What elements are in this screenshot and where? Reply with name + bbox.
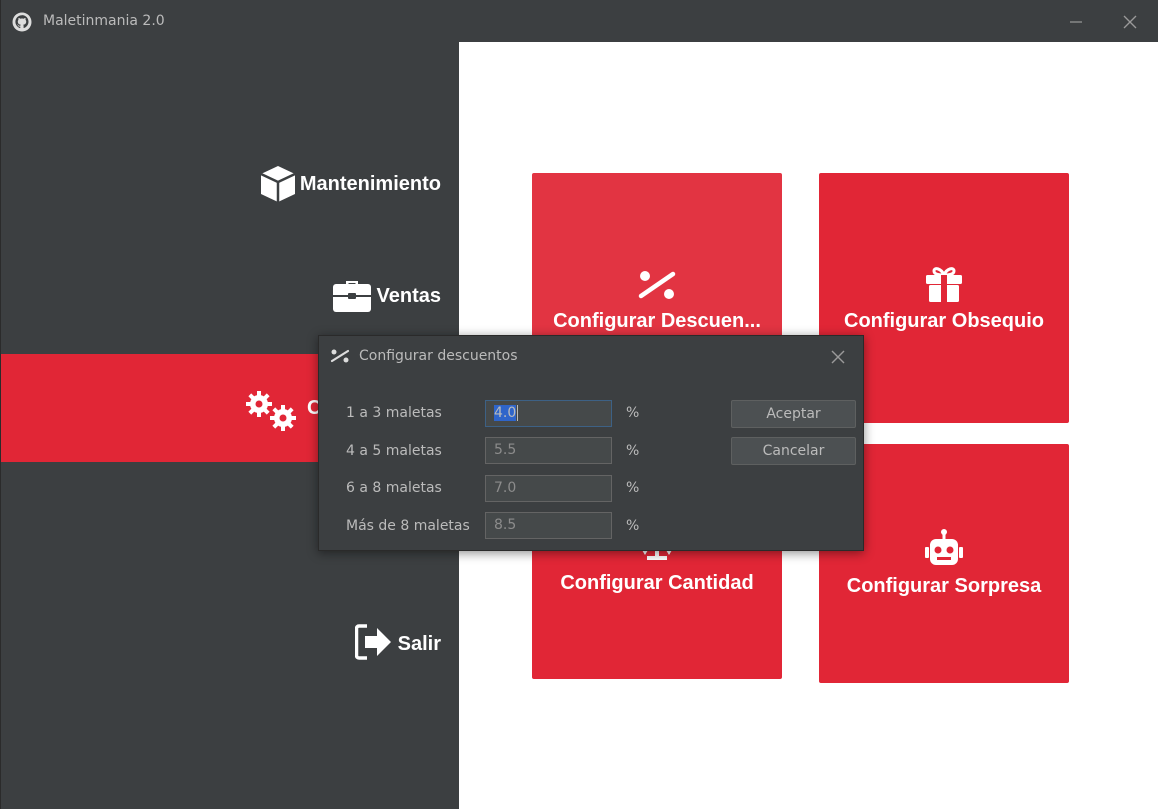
percent-sign: % bbox=[626, 405, 640, 421]
dialog-close-button[interactable] bbox=[827, 346, 849, 368]
cube-icon bbox=[260, 166, 296, 202]
minimize-button[interactable] bbox=[1054, 6, 1098, 38]
card-label: Configurar Descuen... bbox=[553, 310, 761, 332]
minimize-icon bbox=[1070, 21, 1082, 23]
title-bar: Maletinmania 2.0 bbox=[1, 0, 1158, 42]
dialog-title: Configurar descuentos bbox=[359, 348, 518, 364]
close-window-button[interactable] bbox=[1108, 6, 1152, 38]
accept-button[interactable]: Aceptar bbox=[731, 400, 856, 428]
close-icon bbox=[1123, 15, 1137, 29]
sidebar-item-label: Ventas bbox=[376, 285, 441, 307]
sidebar-item-mantenimiento[interactable]: Mantenimiento bbox=[1, 130, 459, 238]
gift-icon bbox=[926, 267, 962, 302]
discount-label: 1 a 3 maletas bbox=[346, 405, 442, 421]
briefcase-icon bbox=[333, 281, 371, 312]
window-title: Maletinmania 2.0 bbox=[43, 13, 165, 29]
discount-input-mas-8[interactable]: 8.5 bbox=[485, 512, 612, 539]
percent-icon bbox=[638, 271, 676, 299]
card-label: Configurar Cantidad bbox=[560, 572, 754, 594]
discount-label: 4 a 5 maletas bbox=[346, 443, 442, 459]
percent-sign: % bbox=[626, 443, 640, 459]
sidebar-item-salir[interactable]: Salir bbox=[1, 590, 459, 698]
sidebar-item-ventas[interactable]: Ventas bbox=[1, 242, 459, 350]
sidebar-item-label: C bbox=[307, 397, 322, 419]
robot-icon bbox=[925, 529, 963, 565]
sidebar-item-label: Mantenimiento bbox=[299, 173, 441, 195]
input-value: 4.0 bbox=[494, 405, 517, 421]
discount-input-1-3[interactable]: 4.0 bbox=[485, 400, 612, 427]
cancel-button[interactable]: Cancelar bbox=[731, 437, 856, 465]
percent-sign: % bbox=[626, 480, 640, 496]
github-icon bbox=[12, 12, 32, 32]
gears-icon bbox=[246, 391, 296, 431]
card-label: Configurar Obsequio bbox=[844, 310, 1044, 332]
card-label: Configurar Sorpresa bbox=[846, 575, 1042, 597]
sidebar-item-label: Salir bbox=[397, 633, 441, 655]
discount-input-6-8[interactable]: 7.0 bbox=[485, 475, 612, 502]
configurar-descuentos-dialog: Configurar descuentos 1 a 3 maletas 4.0 … bbox=[318, 335, 864, 551]
discount-input-4-5[interactable]: 5.5 bbox=[485, 437, 612, 464]
discount-label: Más de 8 maletas bbox=[346, 518, 470, 534]
percent-sign: % bbox=[626, 518, 640, 534]
close-icon bbox=[831, 350, 845, 364]
discount-label: 6 a 8 maletas bbox=[346, 480, 442, 496]
sign-out-icon bbox=[355, 624, 391, 660]
percent-icon bbox=[330, 349, 350, 363]
